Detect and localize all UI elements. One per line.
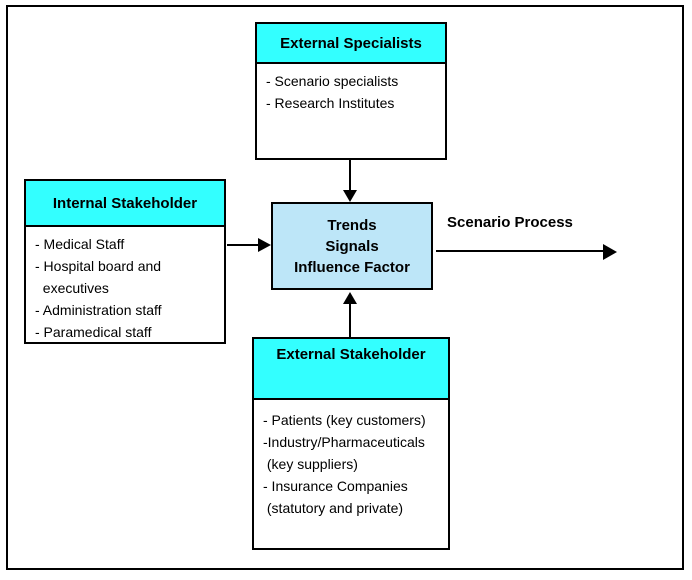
list-item: (key suppliers) bbox=[263, 456, 358, 472]
arrow-right-icon bbox=[603, 244, 617, 260]
list-item: - Paramedical staff bbox=[35, 324, 152, 340]
external-specialists-list: - Scenario specialists - Research Instit… bbox=[257, 64, 445, 114]
arrow-trends-to-scenario-line bbox=[436, 250, 605, 252]
diagram-frame bbox=[6, 5, 684, 570]
list-item: - Insurance Companies bbox=[263, 478, 408, 494]
arrow-down-icon bbox=[343, 190, 357, 202]
external-specialists-box: External Specialists - Scenario speciali… bbox=[255, 22, 447, 160]
scenario-process-label: Scenario Process bbox=[447, 214, 573, 231]
external-specialists-title: External Specialists bbox=[257, 24, 445, 64]
trends-line: Trends bbox=[327, 216, 377, 234]
list-item: - Patients (key customers) bbox=[263, 412, 426, 428]
list-item: - Scenario specialists bbox=[266, 73, 399, 89]
signals-line: Signals bbox=[325, 237, 379, 255]
arrow-internal-to-trends-line bbox=[227, 244, 260, 246]
external-stakeholder-title: External Stakeholder bbox=[254, 339, 448, 400]
internal-stakeholder-title: Internal Stakeholder bbox=[26, 181, 224, 227]
list-item: - Research Institutes bbox=[266, 95, 395, 111]
arrow-specialists-to-trends-line bbox=[349, 160, 351, 192]
arrow-up-icon bbox=[343, 292, 357, 304]
list-item: - Medical Staff bbox=[35, 236, 125, 252]
external-stakeholder-list: - Patients (key customers) -Industry/Pha… bbox=[254, 400, 448, 519]
influence-factor-line: Influence Factor bbox=[294, 258, 410, 276]
internal-stakeholder-list: - Medical Staff - Hospital board and exe… bbox=[26, 227, 224, 343]
list-item: - Administration staff bbox=[35, 302, 162, 318]
internal-stakeholder-box: Internal Stakeholder - Medical Staff - H… bbox=[24, 179, 226, 344]
list-item: -Industry/Pharmaceuticals bbox=[263, 434, 425, 450]
list-item: executives bbox=[35, 280, 109, 296]
list-item: - Hospital board and bbox=[35, 258, 162, 274]
external-stakeholder-box: External Stakeholder - Patients (key cus… bbox=[252, 337, 450, 550]
list-item: (statutory and private) bbox=[263, 500, 404, 516]
arrow-right-icon bbox=[258, 238, 271, 252]
trends-signals-influence-box: Trends Signals Influence Factor bbox=[271, 202, 433, 290]
arrow-external-to-trends-line bbox=[349, 302, 351, 337]
